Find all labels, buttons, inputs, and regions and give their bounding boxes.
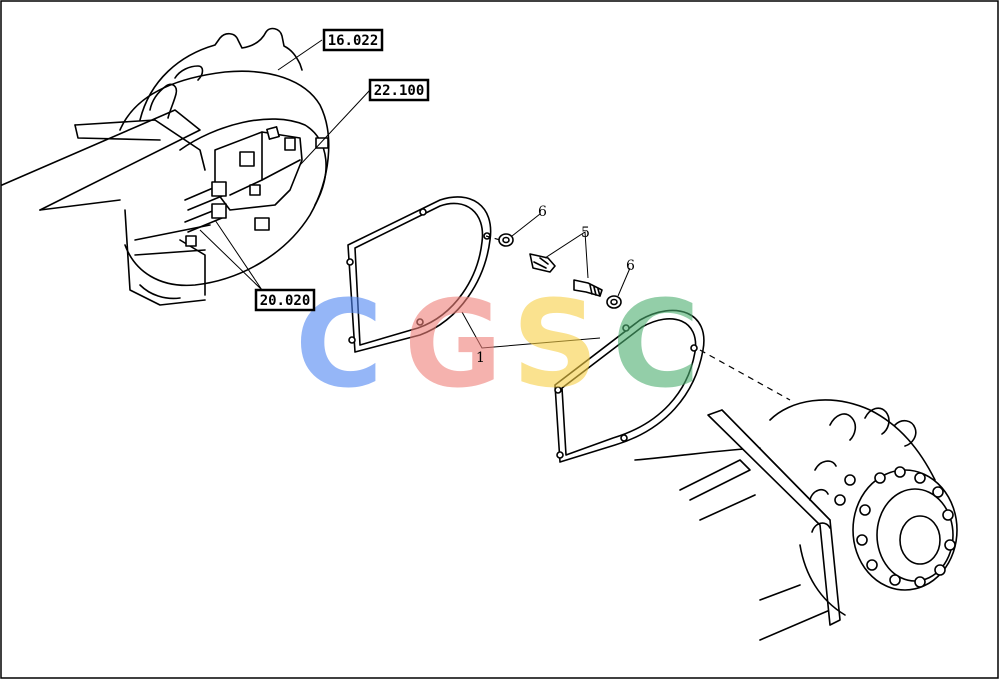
upper-beam	[1, 109, 201, 211]
callout-ref-c[interactable]: 20.020	[254, 288, 316, 312]
bolt-lower	[573, 279, 603, 297]
callout-ref-c-label: 20.020	[260, 293, 311, 309]
assembly-line-upper	[485, 235, 501, 241]
bolt-upper	[529, 253, 556, 273]
part-number-1: 1	[476, 350, 485, 366]
washer-upper	[498, 233, 514, 247]
callout-ref-b[interactable]: 22.100	[368, 78, 430, 102]
callout-ref-a[interactable]: 16.022	[322, 28, 384, 52]
part-number-6-lower: 6	[626, 258, 635, 274]
cover-plate-left	[346, 196, 492, 353]
assembly-line-lower	[699, 349, 791, 401]
part-number-5: 5	[581, 225, 590, 241]
watermark-letter-2: G	[404, 276, 503, 415]
washer-lower	[606, 295, 622, 309]
callout-ref-a-label: 16.022	[328, 33, 379, 49]
cover-plate-right	[554, 309, 705, 463]
drive-housing	[769, 399, 936, 481]
upper-sprocket	[139, 27, 303, 121]
lower-final-drive	[634, 399, 958, 641]
watermark-letter-4: C	[612, 276, 700, 415]
nut-small-a	[315, 137, 329, 149]
lower-sprocket	[829, 407, 917, 447]
nut-small-b	[254, 217, 270, 231]
upper-track-assembly	[1, 27, 330, 306]
watermark: C G S C	[295, 276, 700, 415]
part-number-6-upper: 6	[538, 204, 547, 220]
nut-small-c	[185, 235, 197, 247]
callout-ref-b-label: 22.100	[374, 83, 425, 99]
upper-hub-outline	[119, 70, 330, 287]
watermark-letter-3: S	[512, 276, 598, 415]
hub-bolts	[834, 466, 956, 588]
